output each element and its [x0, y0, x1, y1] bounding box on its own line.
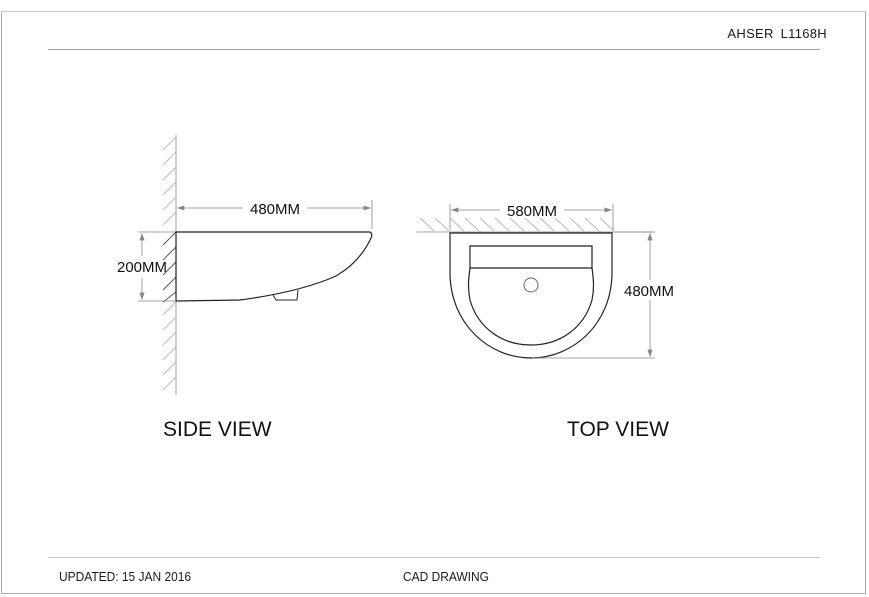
- top-view: 580MM 480MM: [416, 203, 674, 359]
- side-width-dimension: [176, 200, 373, 229]
- drain-outlet: [272, 289, 299, 301]
- updated-date: UPDATED: 15 JAN 2016: [59, 569, 192, 584]
- side-view-label: SIDE VIEW: [163, 418, 272, 441]
- basin-inner-bowl: [467, 267, 595, 346]
- footer-rule: [48, 557, 820, 558]
- drawing-frame: [1, 11, 866, 594]
- top-depth-dimension: [532, 231, 655, 359]
- top-wall-hatch: [419, 217, 615, 232]
- top-width-dimension: [449, 204, 614, 230]
- top-width-label: 580MM: [507, 203, 557, 220]
- wall-hatch-dark: [162, 231, 177, 303]
- drain-hole: [523, 277, 539, 293]
- side-height-label: 200MM: [117, 259, 167, 276]
- top-depth-label: 480MM: [624, 283, 674, 300]
- side-width-label: 480MM: [250, 201, 300, 218]
- document-type: CAD DRAWING: [403, 569, 489, 584]
- top-view-label: TOP VIEW: [567, 418, 669, 441]
- basin-outer-rim: [449, 232, 613, 359]
- side-view: 480MM 200MM: [117, 135, 373, 395]
- header-rule: [48, 49, 820, 50]
- side-height-dimension: [138, 231, 175, 302]
- wall-hatch-light: [162, 136, 177, 391]
- model-code: AHSER L1168H: [727, 26, 827, 41]
- basin-back-deck: [469, 245, 593, 269]
- basin-side-profile: [175, 231, 373, 302]
